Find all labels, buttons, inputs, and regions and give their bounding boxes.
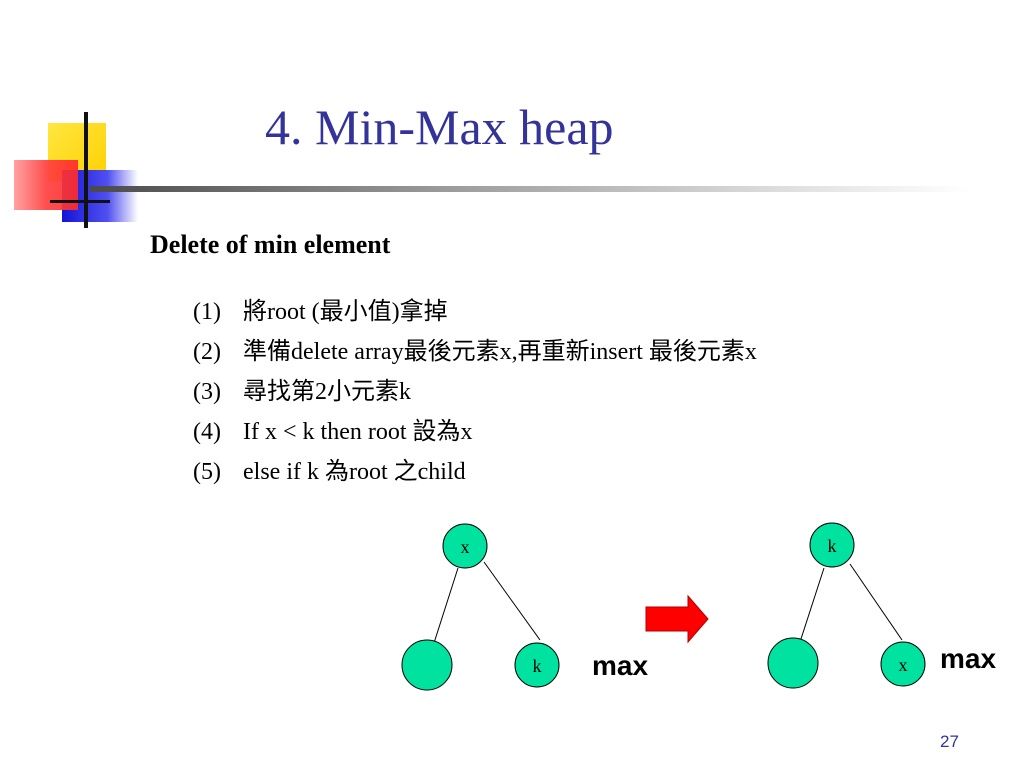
left-tree-right-node: [514, 642, 560, 688]
left-tree-root-node: [442, 523, 488, 569]
left-tree-max-label: max: [592, 650, 649, 681]
page-number: 27: [940, 732, 959, 751]
step-item: (4) If x < k then root 設為x: [193, 414, 757, 454]
right-tree-max-label: max: [940, 643, 997, 674]
right-tree-left-node: [767, 637, 819, 689]
right-tree-edge-right: [849, 563, 903, 641]
step-number: (3): [193, 379, 221, 405]
left-tree-edge-left: [433, 567, 459, 644]
right-arrow-icon: [645, 594, 709, 644]
step-item: (5) else if k 為root 之child: [193, 454, 757, 494]
step-item: (2) 準備delete array最後元素x,再重新insert 最後元素x: [193, 334, 757, 374]
title-underline: [90, 186, 970, 192]
left-tree-root-label: x: [461, 537, 470, 557]
right-tree-root-node: [809, 522, 855, 568]
step-text: else if k 為root 之child: [243, 459, 466, 485]
steps-list: (1) 將root (最小值)拿掉 (2) 準備delete array最後元素…: [193, 294, 757, 494]
slide-title: 4. Min-Max heap: [265, 99, 614, 155]
step-number: (2): [193, 339, 221, 365]
left-tree-left-node: [401, 639, 453, 691]
step-text: If x < k then root 設為x: [243, 419, 473, 445]
step-item: (1) 將root (最小值)拿掉: [193, 294, 757, 334]
step-number: (5): [193, 459, 221, 485]
right-tree-right-label: x: [899, 655, 908, 675]
step-item: (3) 尋找第2小元素k: [193, 374, 757, 414]
step-number: (1): [193, 299, 221, 325]
right-tree-root-label: k: [828, 536, 837, 556]
step-text: 準備delete array最後元素x,再重新insert 最後元素x: [243, 339, 757, 365]
left-tree-edge-right: [483, 561, 541, 641]
left-tree-right-label: k: [533, 656, 542, 676]
decor-horizontal-line: [50, 200, 110, 203]
right-tree-right-node: [880, 641, 926, 687]
step-text: 尋找第2小元素k: [243, 379, 411, 405]
slide-subtitle: Delete of min element: [150, 230, 391, 259]
step-text: 將root (最小值)拿掉: [243, 299, 448, 325]
right-tree-edge-left: [799, 567, 825, 643]
step-number: (4): [193, 419, 221, 445]
decor-vertical-line: [84, 112, 88, 228]
